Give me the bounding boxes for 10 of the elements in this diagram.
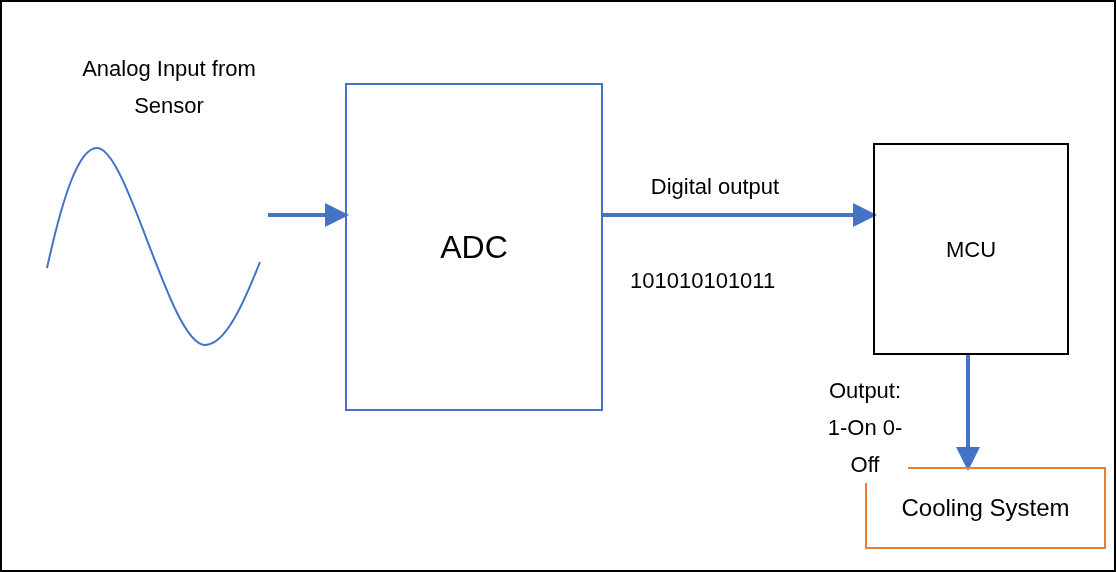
bit-sequence-label: 101010101011	[630, 267, 776, 295]
arrow	[268, 203, 349, 227]
arrow	[956, 355, 980, 471]
block-label: Cooling System	[901, 493, 1070, 523]
block-label: MCU	[945, 235, 997, 264]
signal-label: Analog Input from Sensor	[81, 55, 257, 120]
block-box	[345, 83, 603, 411]
arrow	[603, 203, 877, 227]
block-box	[873, 143, 1069, 355]
block-label: ADC	[440, 228, 508, 267]
